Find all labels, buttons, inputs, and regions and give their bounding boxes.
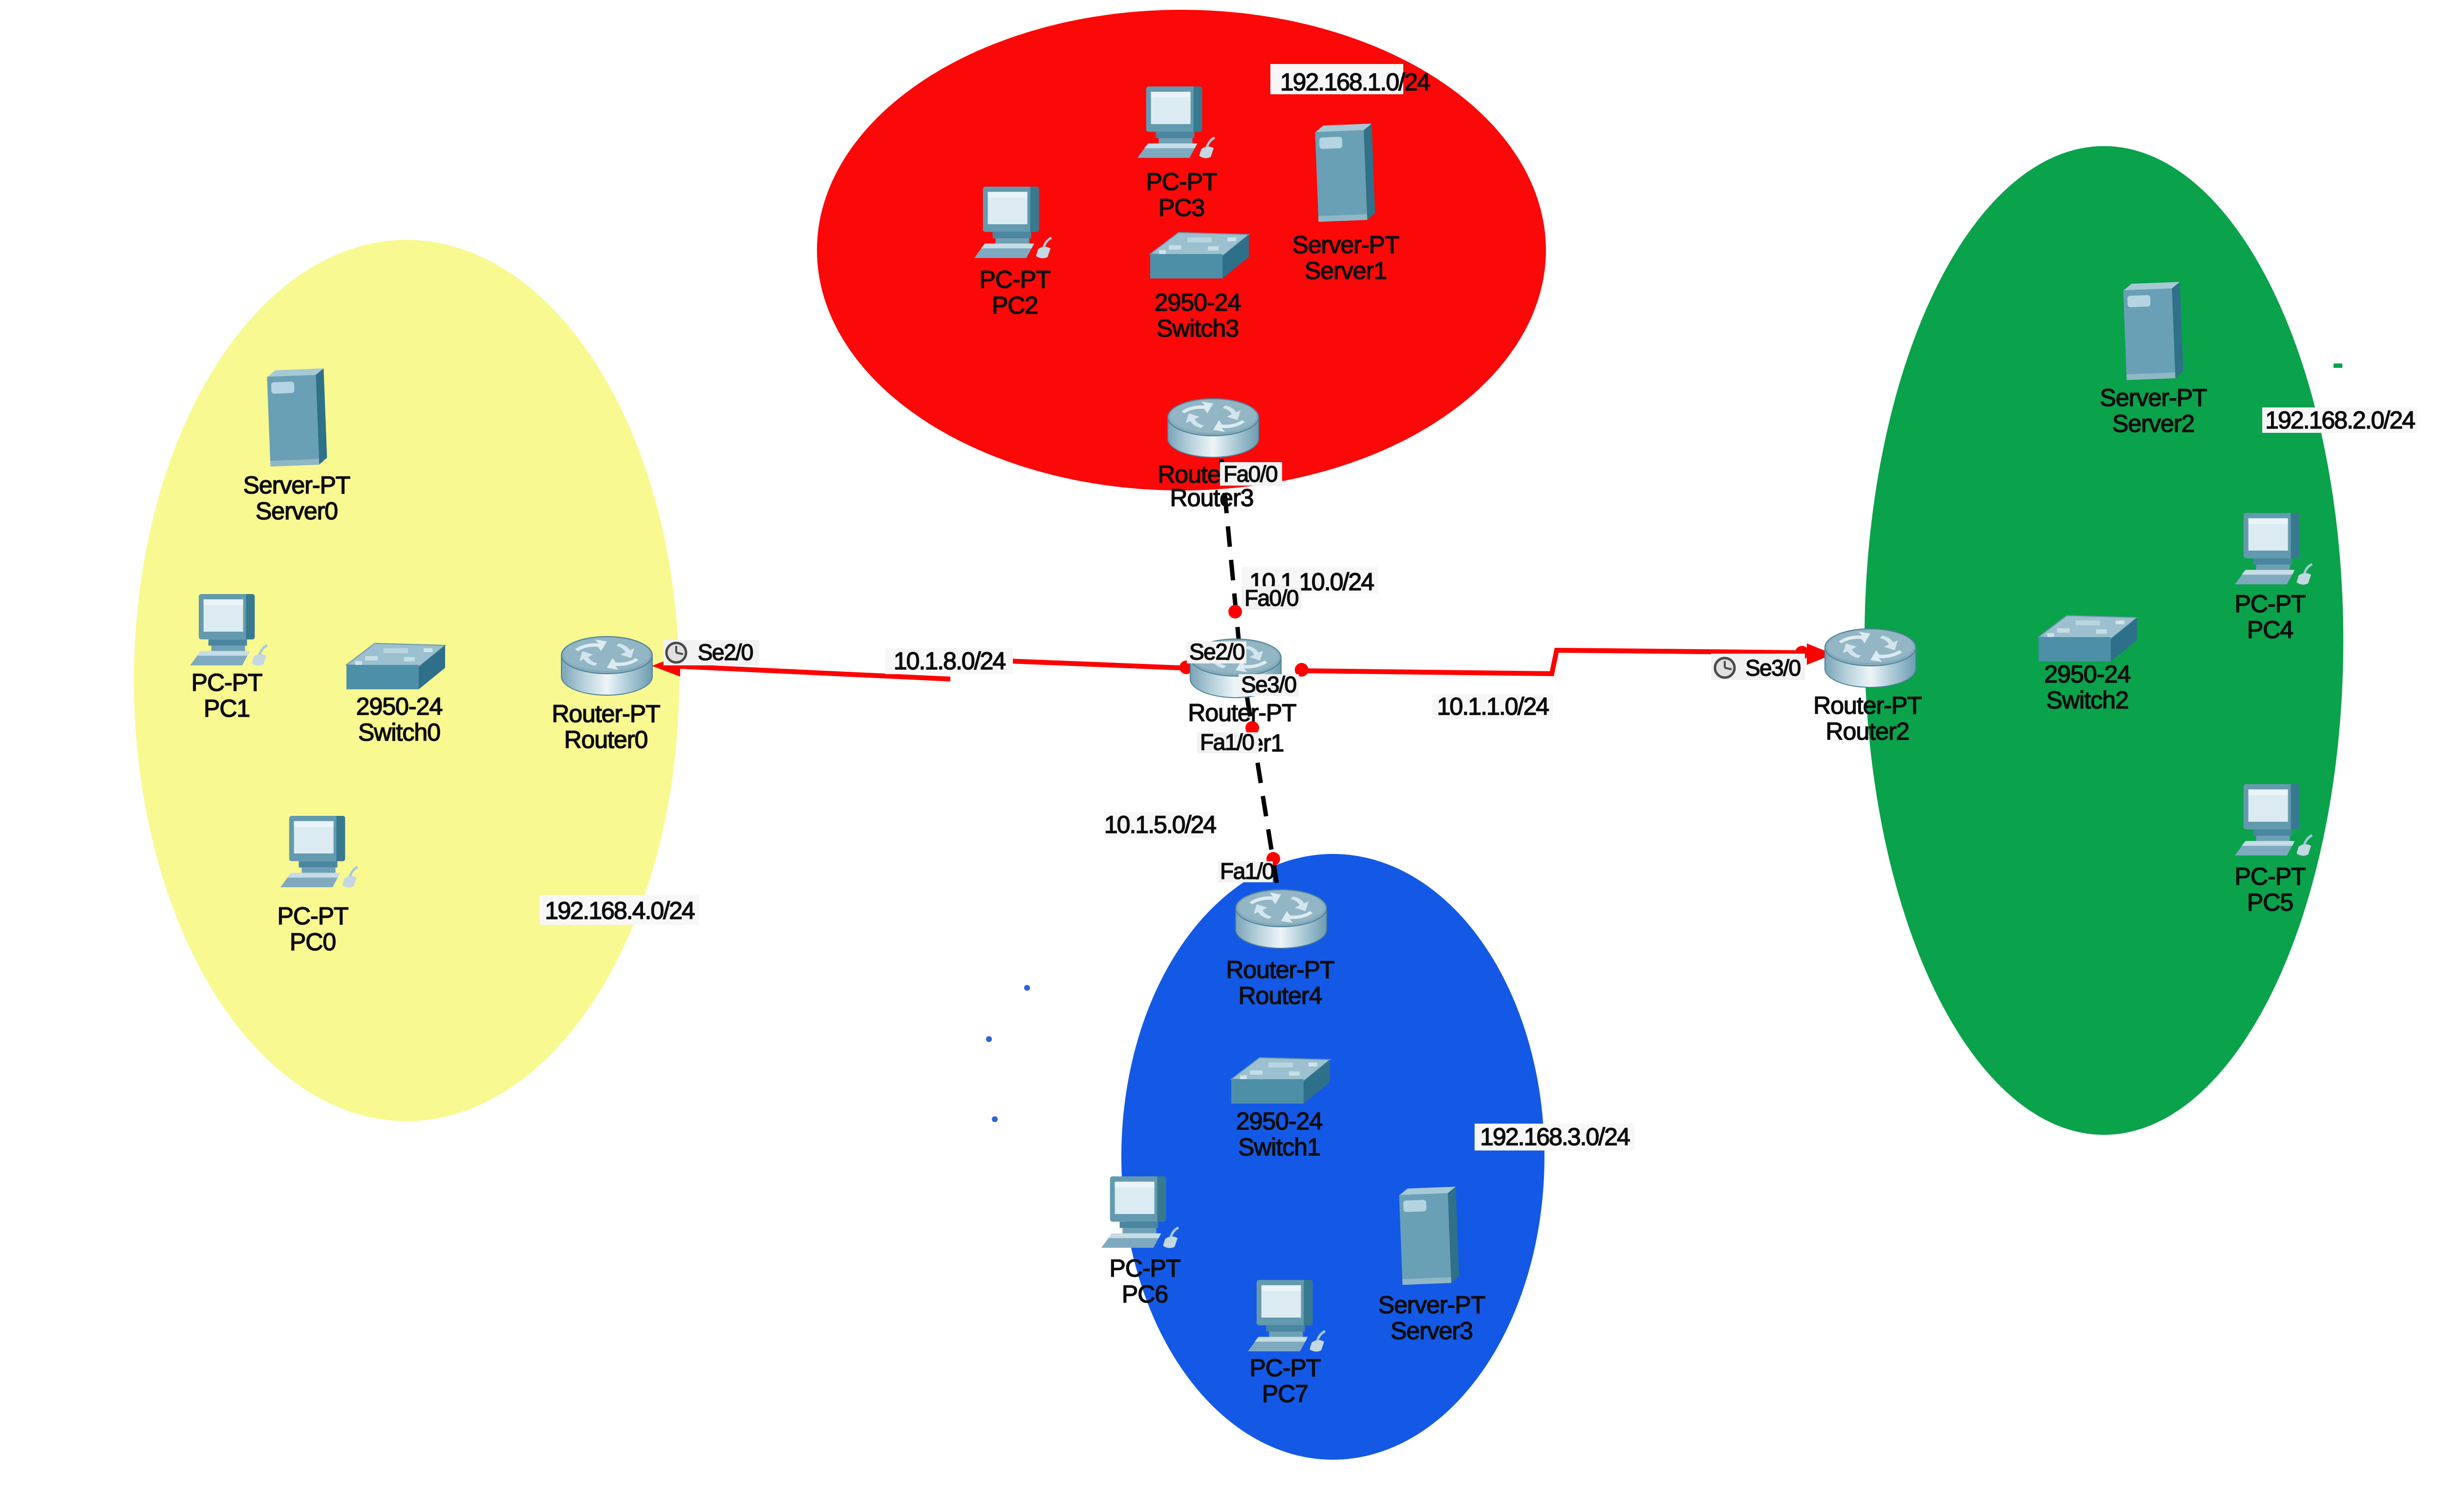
svg-text:PC5: PC5	[2247, 889, 2293, 916]
svg-text:Router0: Router0	[564, 726, 648, 753]
svg-text:PC1: PC1	[204, 695, 250, 722]
svg-text:PC-PT: PC-PT	[278, 902, 348, 930]
svg-text:2950-24: 2950-24	[1236, 1107, 1323, 1135]
svg-text:Se2/0: Se2/0	[1189, 639, 1244, 664]
svg-text:Server2: Server2	[2112, 410, 2194, 437]
svg-text:PC-PT: PC-PT	[2235, 863, 2306, 890]
svg-text:Server1: Server1	[1305, 257, 1387, 284]
svg-text:Router-PT: Router-PT	[552, 700, 660, 727]
svg-text:PC-PT: PC-PT	[980, 266, 1050, 293]
svg-text:PC3: PC3	[1158, 194, 1204, 221]
svg-text:PC2: PC2	[992, 292, 1038, 319]
svg-text:Switch2: Switch2	[2046, 686, 2128, 714]
svg-text:Se3/0: Se3/0	[1241, 672, 1296, 697]
svg-text:Router-PT: Router-PT	[1188, 699, 1296, 726]
svg-text:Fa0/0: Fa0/0	[1223, 461, 1277, 487]
svg-text:Switch3: Switch3	[1157, 315, 1239, 342]
svg-text:Router2: Router2	[1826, 718, 1909, 745]
svg-text:PC7: PC7	[1262, 1380, 1308, 1407]
svg-text:192.168.3.0/24: 192.168.3.0/24	[1480, 1123, 1630, 1150]
svg-text:PC-PT: PC-PT	[1110, 1255, 1180, 1282]
svg-text:PC0: PC0	[290, 928, 336, 956]
svg-text:192.168.1.0/24: 192.168.1.0/24	[1280, 68, 1430, 96]
svg-text:PC4: PC4	[2247, 616, 2293, 643]
svg-text:PC-PT: PC-PT	[2235, 590, 2306, 618]
svg-text:Server-PT: Server-PT	[2100, 384, 2207, 411]
svg-text:Router4: Router4	[1239, 982, 1322, 1009]
svg-text:192.168.2.0/24: 192.168.2.0/24	[2265, 406, 2415, 434]
svg-text:Server-PT: Server-PT	[1292, 231, 1399, 258]
svg-text:Server3: Server3	[1391, 1317, 1473, 1344]
svg-text:Router-PT: Router-PT	[1226, 956, 1334, 983]
svg-text:PC6: PC6	[1122, 1280, 1168, 1308]
svg-text:2950-24: 2950-24	[2044, 660, 2131, 688]
svg-text:10.1.5.0/24: 10.1.5.0/24	[1104, 811, 1216, 838]
svg-text:Server0: Server0	[256, 497, 338, 525]
svg-text:2950-24: 2950-24	[356, 693, 443, 720]
svg-text:Se3/0: Se3/0	[1745, 655, 1800, 681]
svg-text:Fa1/0: Fa1/0	[1200, 729, 1254, 755]
svg-text:PC-PT: PC-PT	[1250, 1354, 1321, 1382]
svg-text:PC-PT: PC-PT	[192, 669, 262, 696]
svg-text:2950-24: 2950-24	[1155, 289, 1241, 316]
svg-text:Switch1: Switch1	[1238, 1133, 1320, 1161]
svg-text:Fa1/0: Fa1/0	[1220, 858, 1274, 884]
svg-text:10.1.8.0/24: 10.1.8.0/24	[894, 647, 1006, 675]
svg-text:Router-PT: Router-PT	[1813, 692, 1922, 719]
svg-text:Server-PT: Server-PT	[243, 471, 350, 499]
svg-text:Fa0/0: Fa0/0	[1244, 585, 1298, 611]
svg-text:PC-PT: PC-PT	[1146, 168, 1217, 195]
svg-text:Router3: Router3	[1170, 484, 1254, 511]
svg-text:Se2/0: Se2/0	[698, 639, 753, 665]
svg-text:Switch0: Switch0	[358, 719, 440, 746]
svg-text:10.1.1.0/24: 10.1.1.0/24	[1437, 693, 1549, 720]
svg-text:Server-PT: Server-PT	[1378, 1291, 1485, 1319]
svg-text:192.168.4.0/24: 192.168.4.0/24	[545, 897, 695, 924]
